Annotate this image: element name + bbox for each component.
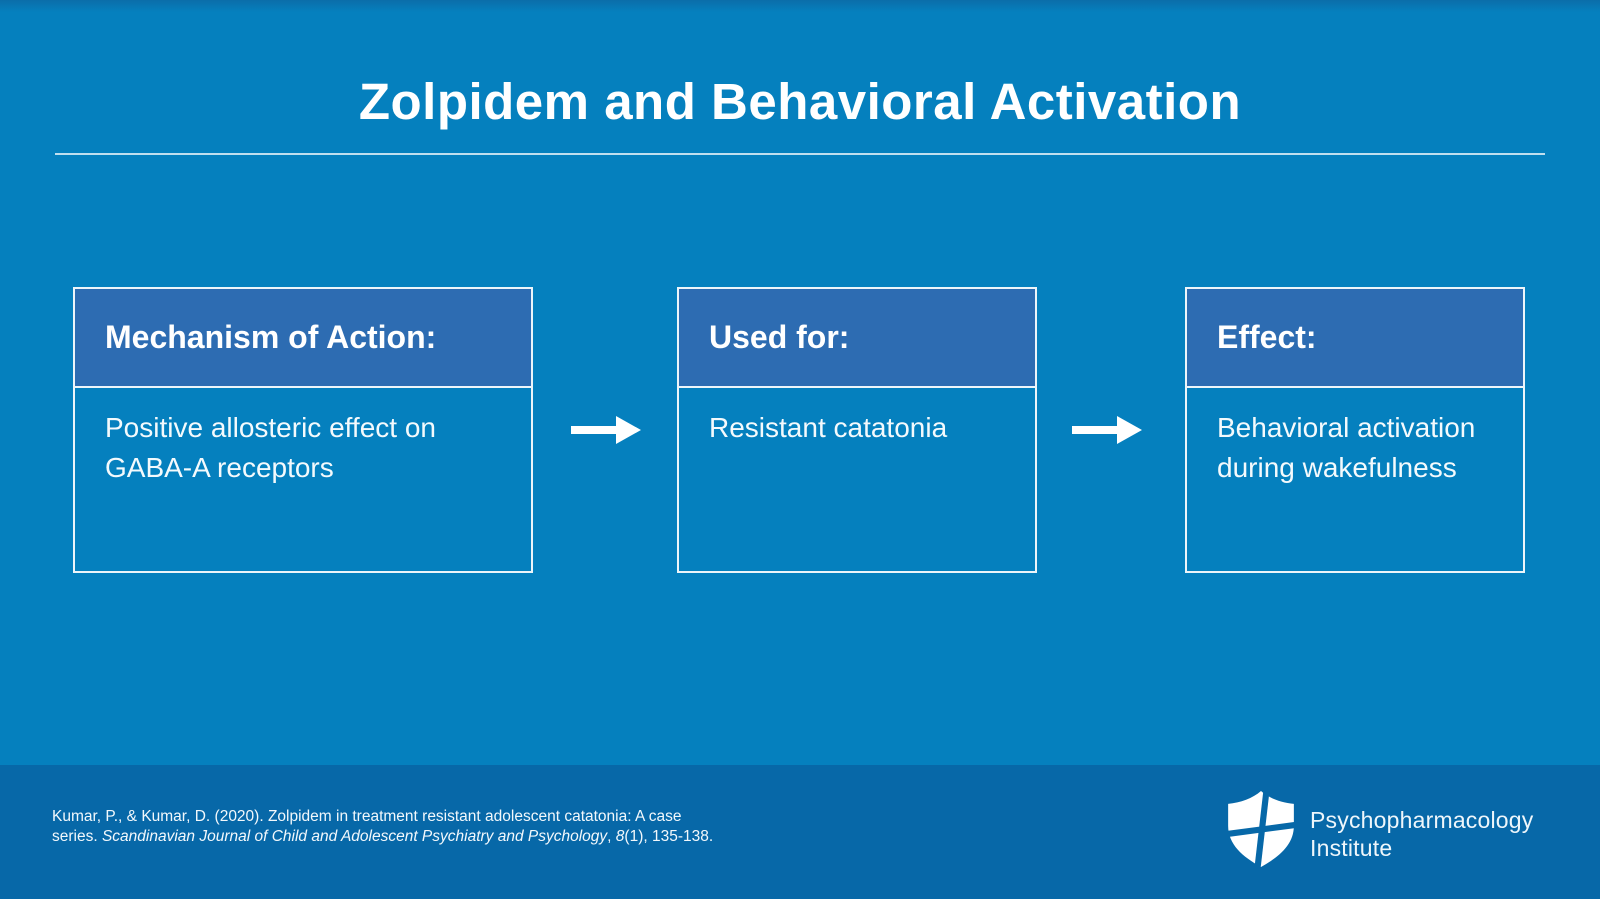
citation-part3: (1), 135-138.: [624, 828, 714, 845]
citation: Kumar, P., & Kumar, D. (2020). Zolpidem …: [52, 807, 720, 847]
flow-box-effect-header-label: Effect:: [1217, 319, 1317, 355]
flow-box-mechanism-header-label: Mechanism of Action:: [105, 319, 437, 355]
flow-box-mechanism-body-text: Positive allosteric effect on GABA-A rec…: [105, 412, 436, 483]
citation-volume-italic: 8: [615, 828, 625, 845]
flow-box-used-for-header: Used for:: [679, 289, 1035, 388]
flow-box-mechanism-body: Positive allosteric effect on GABA-A rec…: [75, 388, 531, 488]
flow-box-effect: Effect: Behavioral activation during wak…: [1185, 287, 1525, 573]
citation-part2: ,: [607, 828, 616, 845]
page-title: Zolpidem and Behavioral Activation: [358, 73, 1242, 130]
right-arrow-icon: [571, 416, 641, 444]
flow-box-effect-body: Behavioral activation during wakefulness: [1187, 388, 1523, 488]
flow-box-used-for-body-text: Resistant catatonia: [709, 412, 948, 443]
shield-cross-icon: [1228, 791, 1294, 867]
flow-box-effect-header: Effect:: [1187, 289, 1523, 388]
right-arrow-icon: [1072, 416, 1142, 444]
citation-part1: Kumar, P., & Kumar, D. (2020). Zolpidem …: [52, 808, 682, 845]
flow-box-used-for-header-label: Used for:: [709, 319, 850, 355]
logo-wordmark: Psychopharmacology Institute: [1310, 806, 1534, 862]
flow-box-mechanism: Mechanism of Action: Positive allosteric…: [73, 287, 533, 573]
logo-line2: Institute: [1310, 835, 1393, 861]
flow-box-mechanism-header: Mechanism of Action:: [75, 289, 531, 388]
flow-box-effect-body-text: Behavioral activation during wakefulness: [1217, 412, 1476, 483]
logo: Psychopharmacology Institute: [1228, 789, 1558, 875]
citation-journal-italic: Scandinavian Journal of Child and Adoles…: [101, 828, 608, 845]
flow-box-used-for: Used for: Resistant catatonia: [677, 287, 1037, 573]
logo-line1: Psychopharmacology: [1310, 807, 1534, 833]
flow-box-used-for-body: Resistant catatonia: [679, 388, 1035, 448]
title-divider: [55, 153, 1545, 155]
footer-band: Kumar, P., & Kumar, D. (2020). Zolpidem …: [0, 765, 1600, 899]
